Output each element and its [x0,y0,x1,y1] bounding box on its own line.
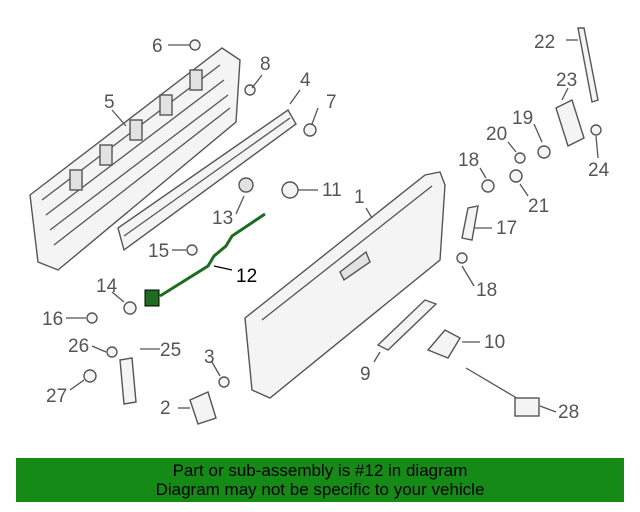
part-23-bracket[interactable] [555,99,585,147]
callout-18-upper: 18 [458,150,479,171]
callout-6: 6 [152,36,163,57]
callout-23: 23 [556,70,577,91]
banner-line-1: Part or sub-assembly is #12 in diagram [172,461,468,480]
part-2-hinge[interactable] [189,391,217,425]
callout-2: 2 [160,398,171,419]
callout-10: 10 [484,332,505,353]
info-banner: Part or sub-assembly is #12 in diagram D… [16,458,624,502]
callout-15: 15 [148,241,169,262]
callout-20: 20 [486,124,507,145]
callout-labels: 1 2 3 4 5 6 7 8 9 10 11 12 13 14 15 16 1… [42,32,610,423]
part-1-tailgate[interactable] [244,171,446,399]
callout-16: 16 [42,309,63,330]
callout-3: 3 [204,347,215,368]
part-22-strut[interactable] [577,27,599,103]
part-5-inner-panel[interactable] [29,47,241,271]
banner-line-2: Diagram may not be specific to your vehi… [155,480,485,499]
leader-lines [66,39,599,413]
callout-9: 9 [360,364,371,385]
callout-25: 25 [160,340,181,361]
part-25-cable[interactable] [119,357,137,405]
callout-4: 4 [300,70,311,91]
part-9-handle[interactable] [376,299,438,351]
callout-24: 24 [588,160,610,181]
part-28-actuator[interactable] [465,367,540,417]
callout-27: 27 [46,386,67,407]
callout-1: 1 [354,187,365,208]
callout-11: 11 [322,180,342,201]
callout-7: 7 [326,92,337,113]
part-4-trim-strip[interactable] [117,108,297,252]
callout-14: 14 [96,276,118,297]
fasteners [83,39,602,388]
parts-diagram: 1 2 3 4 5 6 7 8 9 10 11 12 13 14 15 16 1… [29,27,610,425]
callout-21: 21 [528,196,549,217]
callout-8: 8 [260,54,271,75]
callout-17: 17 [496,218,517,239]
callout-19: 19 [512,108,533,129]
callout-22: 22 [534,32,555,53]
callout-18-lower: 18 [476,280,497,301]
part-17-bracket[interactable] [461,205,479,241]
callout-28: 28 [558,402,579,423]
callout-26: 26 [68,336,89,357]
part-12-rod-highlighted[interactable] [144,212,266,307]
callout-5: 5 [104,92,115,113]
part-10-latch[interactable] [426,329,461,359]
callout-13: 13 [212,208,233,229]
callout-12: 12 [236,266,257,287]
